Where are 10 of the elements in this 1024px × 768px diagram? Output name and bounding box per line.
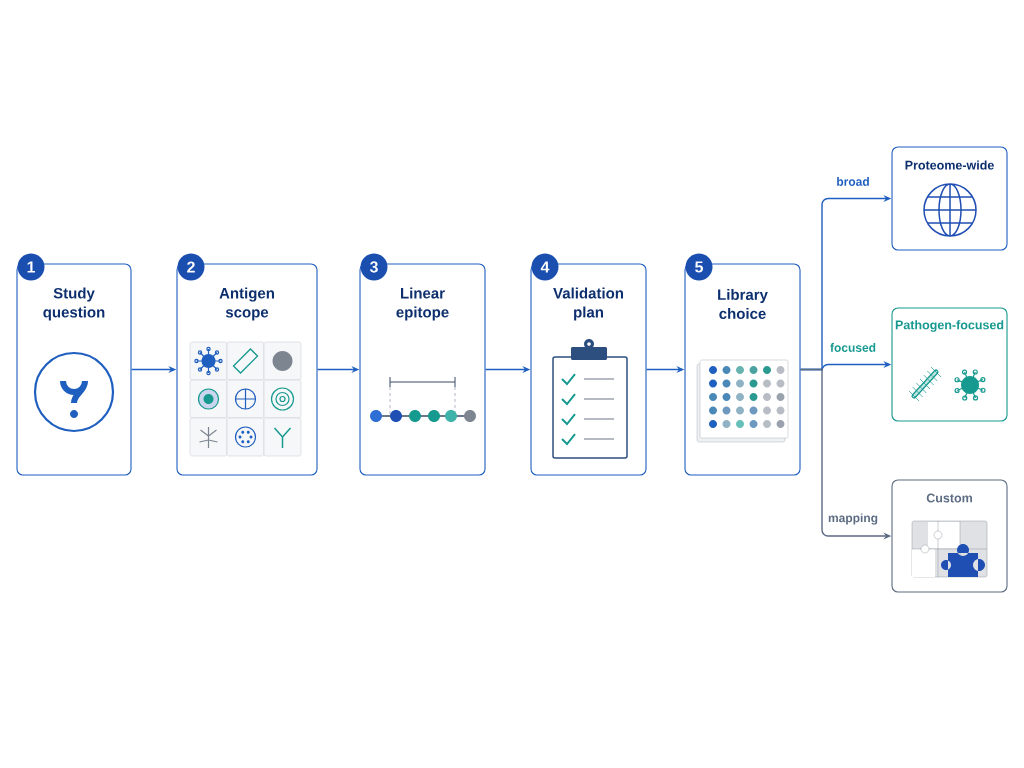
option-box: Pathogen-focused (891, 307, 1008, 422)
step-badge: 3 (360, 253, 388, 281)
edge-label: mapping (827, 512, 879, 526)
step-badge: 4 (531, 253, 559, 281)
edge-label: broad (835, 176, 871, 187)
step-badge: 2 (177, 253, 205, 281)
edge-label: focused (829, 342, 877, 353)
option-box: Proteome-wide (891, 146, 1008, 251)
step-badge: 5 (685, 253, 713, 281)
step-badge: 1 (17, 253, 45, 281)
